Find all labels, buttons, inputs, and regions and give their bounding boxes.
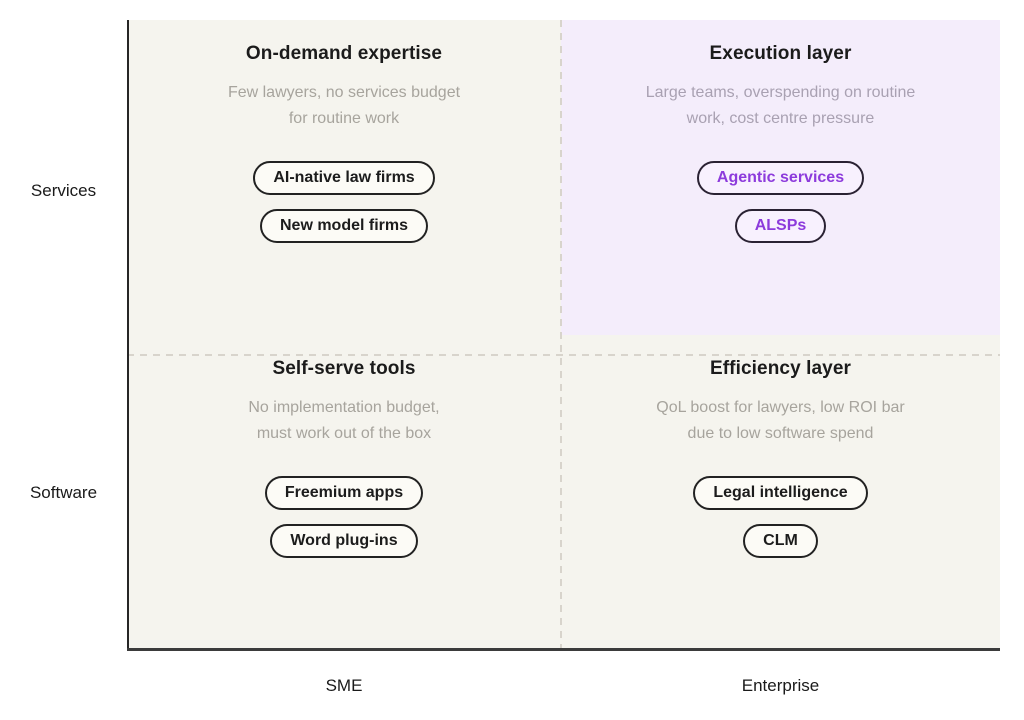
quadrant-execution-layer-highlighted: Execution layer Large teams, overspendin… <box>561 20 1000 335</box>
quadrant-self-serve-tools: Self-serve tools No implementation budge… <box>127 335 561 651</box>
pill-alsps: ALSPs <box>734 209 827 243</box>
pill-agentic-services: Agentic services <box>696 161 865 195</box>
pill-word-plug-ins: Word plug-ins <box>270 524 418 558</box>
matrix-plot-area: On-demand expertise Few lawyers, no serv… <box>127 20 1000 651</box>
pill-stack: Legal intelligence CLM <box>693 476 868 558</box>
quadrant-efficiency-layer: Efficiency layer QoL boost for lawyers, … <box>561 335 1000 651</box>
pill-legal-intelligence: Legal intelligence <box>693 476 868 510</box>
pill-stack: AI-native law firms New model firms <box>253 161 435 243</box>
quadrant-title: On-demand expertise <box>245 43 443 64</box>
pill-new-model-firms: New model firms <box>259 209 429 243</box>
x-axis-label-sme: SME <box>325 676 363 695</box>
quadrant-subtitle: Large teams, overspending on routine wor… <box>645 84 916 127</box>
pill-stack: Agentic services ALSPs <box>696 161 865 243</box>
quadrant-subtitle: QoL boost for lawyers, low ROI bar due t… <box>656 399 905 442</box>
pill-clm: CLM <box>743 524 818 558</box>
x-axis-line <box>127 648 1000 651</box>
quadrant-subtitle: Few lawyers, no services budget for rout… <box>227 84 461 127</box>
pill-freemium-apps: Freemium apps <box>264 476 424 510</box>
quadrant-subtitle: No implementation budget, must work out … <box>248 399 440 442</box>
horizontal-dashed-divider <box>127 354 1000 356</box>
quadrant-title: Execution layer <box>709 43 852 64</box>
quadrant-title: Self-serve tools <box>272 358 416 379</box>
x-axis-label-enterprise: Enterprise <box>741 676 820 695</box>
pill-ai-native-law-firms: AI-native law firms <box>253 161 435 195</box>
y-axis-label-services: Services <box>30 181 97 200</box>
vertical-dashed-divider <box>560 20 562 648</box>
pill-stack: Freemium apps Word plug-ins <box>264 476 424 558</box>
y-axis-label-software: Software <box>29 483 98 502</box>
y-axis-line <box>127 20 129 651</box>
quadrant-title: Efficiency layer <box>709 358 851 379</box>
quadrant-on-demand-expertise: On-demand expertise Few lawyers, no serv… <box>127 20 561 335</box>
